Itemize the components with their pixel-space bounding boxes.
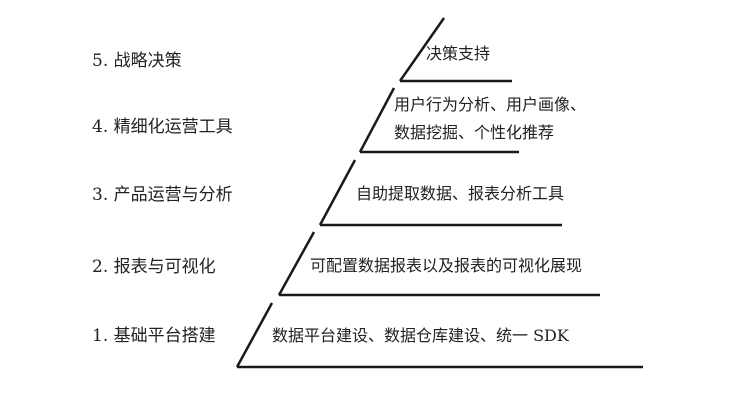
level-5-description: 决策支持 — [426, 44, 491, 63]
level-4-label: 4. 精细化运营工具 — [92, 117, 233, 137]
level-5-slant-line — [398, 17, 446, 82]
level-3-label: 3. 产品运营与分析 — [92, 185, 233, 205]
level-3-description: 自助提取数据、报表分析工具 — [356, 184, 565, 203]
level-4-description-line-1: 用户行为分析、用户画像、 — [394, 95, 587, 114]
level-4-description-line-2: 数据挖掘、个性化推荐 — [394, 123, 555, 142]
level-3-slant-line — [318, 159, 357, 226]
level-1-slant-line — [235, 302, 274, 368]
level-2-label: 2. 报表与可视化 — [92, 257, 216, 277]
level-4-slant-line — [358, 87, 396, 153]
level-2-description: 可配置数据报表以及报表的可视化展现 — [310, 256, 583, 275]
level-1-description: 数据平台建设、数据仓库建设、统一 SDK — [272, 326, 569, 345]
level-5-label: 5. 战略决策 — [92, 51, 182, 71]
level-1-label: 1. 基础平台搭建 — [92, 326, 216, 346]
level-2-slant-line — [277, 231, 316, 296]
